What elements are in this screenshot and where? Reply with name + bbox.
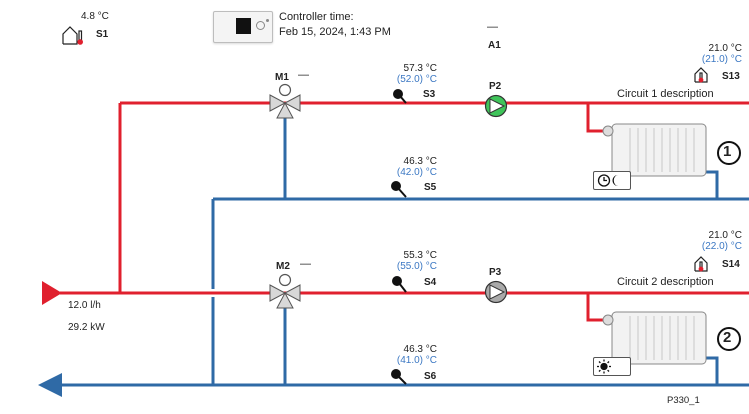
s14-temp: 21.0 °C [708,230,742,241]
controller-time-title: Controller time: [279,11,354,23]
mixer1-status: — [298,69,309,81]
supply-inlet-arrow [42,281,62,305]
supply-pipes [60,101,749,322]
controller-icon[interactable] [213,11,273,43]
s3-setpoint: (52.0) °C [396,74,437,85]
mixer1-label: M1 [275,72,289,83]
return-pipes [62,115,749,387]
diagram-id: P330_1 [667,395,700,406]
s3-label[interactable]: S3 [423,89,436,100]
controller-led-icon [266,19,269,22]
mixer-valve-m2[interactable] [269,273,301,309]
a1-label[interactable]: A1 [488,40,501,51]
sensor-s5-probe[interactable] [391,181,407,198]
circuit1-number-badge[interactable] [717,141,741,165]
sensor-s3-probe[interactable] [393,89,407,104]
pipe-sensors [391,89,407,385]
s5-label[interactable]: S5 [424,182,437,193]
radiator1-supply-pipe [586,103,606,133]
room2-house-icon [694,256,708,272]
circuit2-number: 2 [723,329,732,346]
s5-temp: 46.3 °C [403,156,437,167]
mixer-valve-m1[interactable] [269,83,301,119]
s4-label[interactable]: S4 [424,277,437,288]
supply-flow: 12.0 l/h [68,300,101,311]
circuit1-mode-box[interactable] [593,171,631,190]
radiator-circuit2[interactable] [602,311,707,365]
outdoor-temp: 4.8 °C [81,11,109,22]
radiator1-valve-icon [602,125,614,137]
s4-temp: 55.3 °C [403,250,437,261]
s5-setpoint: (42.0) °C [396,167,437,178]
pump-p3-label: P3 [489,267,502,278]
outdoor-sensor-label: S1 [96,29,109,40]
controller-time-value: Feb 15, 2024, 1:43 PM [279,26,391,38]
controller-knob-icon [256,21,265,30]
controller-screen [236,18,251,34]
radiator2-return-pipe [706,356,719,385]
moon-icon [612,175,618,186]
circuit2-mode-box[interactable] [593,357,631,376]
s4-setpoint: (55.0) °C [396,261,437,272]
a1-status: — [487,21,498,33]
sun-icon [597,359,611,374]
return-outlet-arrow [38,373,62,397]
s14-label[interactable]: S14 [722,259,740,270]
radiator2-supply-pipe [586,293,606,322]
sensor-s4-probe[interactable] [392,276,407,293]
mixer2-status: — [300,258,311,270]
mixer2-label: M2 [276,261,290,272]
s6-setpoint: (41.0) °C [396,355,437,366]
clock-icon [597,174,611,187]
s14-setpoint: (22.0) °C [701,241,742,252]
radiator1-return-pipe [706,170,719,199]
s3-temp: 57.3 °C [403,63,437,74]
s13-label[interactable]: S13 [722,71,740,82]
sensor-s6-probe[interactable] [391,369,407,385]
pump-p2-label: P2 [489,81,502,92]
pump-p3[interactable] [484,280,508,304]
s13-temp: 21.0 °C [708,43,742,54]
s13-setpoint: (21.0) °C [701,54,742,65]
outdoor-house-icon [62,26,84,45]
radiator2-valve-icon [602,314,614,326]
pump-p2[interactable] [484,94,508,118]
circuit2-description: Circuit 2 description [617,276,714,288]
room1-house-icon [694,67,708,83]
radiator-circuit1[interactable] [602,123,707,177]
circuit2-number-badge[interactable] [717,327,741,351]
supply-power: 29.2 kW [68,322,105,333]
s6-temp: 46.3 °C [403,344,437,355]
circuit1-number: 1 [723,143,732,160]
circuit1-description: Circuit 1 description [617,88,714,100]
s6-label[interactable]: S6 [424,371,437,382]
